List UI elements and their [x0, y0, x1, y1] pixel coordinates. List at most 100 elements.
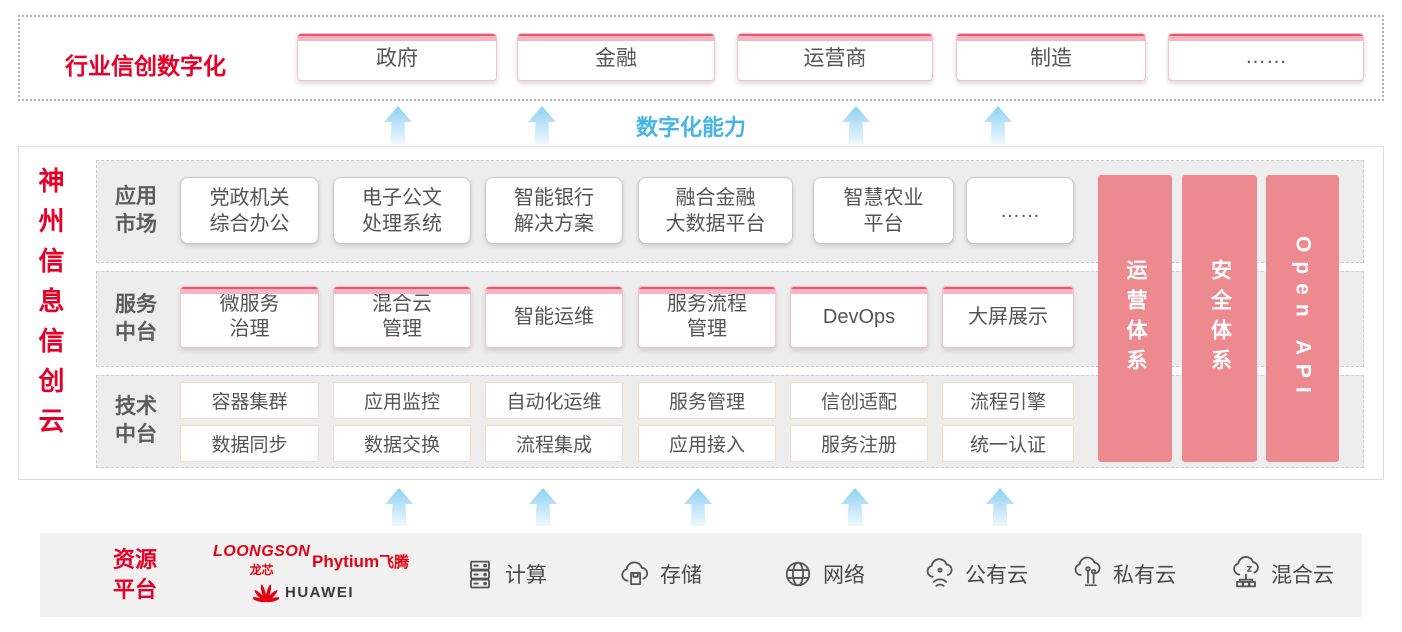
app-box: 党政机关 综合办公: [180, 177, 319, 244]
app-market-label: 应用 市场: [115, 185, 157, 236]
tech-box-label: 信创适配: [820, 392, 897, 413]
service-box: 智能运维: [485, 286, 623, 348]
storage-cloud-icon: [621, 561, 649, 586]
service-box-label: DevOps: [822, 305, 896, 328]
up-arrow-icon: [385, 488, 413, 526]
resource-item-compute: 计算: [462, 556, 547, 592]
tech-middle-label: 技术 中台: [115, 395, 157, 446]
tech-box-label: 统一认证: [969, 435, 1046, 456]
resource-platform-label: 资源 平台: [113, 547, 158, 602]
resource-item-hybrid-cloud: 混合云: [1228, 556, 1334, 592]
tech-box: 应用监控: [333, 382, 471, 419]
capability-label: 数字化能力: [636, 115, 747, 140]
industry-label: 金融: [595, 47, 637, 70]
service-box: 大屏展示: [942, 286, 1074, 348]
resource-label: 计算: [505, 564, 547, 587]
app-box-more: ……: [966, 177, 1074, 244]
side-bar-operation-system: 运营体系: [1098, 175, 1172, 462]
tech-box-label: 流程集成: [515, 435, 592, 456]
resource-label: 网络: [823, 564, 865, 587]
compute-server-icon: [470, 560, 490, 589]
industry-box-manufacturing: 制造: [956, 33, 1146, 81]
service-box-label: 微服务 治理: [219, 293, 280, 340]
resource-item-network: 网络: [780, 556, 865, 592]
service-box-label: 服务流程 管理: [667, 293, 747, 340]
app-box-label: 智慧农业 平台: [843, 186, 924, 235]
tech-box-label: 服务注册: [820, 435, 897, 456]
up-arrow-icon: [528, 106, 556, 144]
resource-item-storage: 存储: [617, 556, 702, 592]
tech-box: 信创适配: [790, 382, 928, 419]
service-box: DevOps: [790, 286, 928, 348]
tech-box: 服务管理: [638, 382, 776, 419]
tech-box-label: 数据交换: [363, 435, 440, 456]
huawei-logo-text: HUAWEI: [285, 583, 354, 601]
resource-label: 私有云: [1113, 564, 1176, 587]
tech-box: 统一认证: [942, 425, 1074, 462]
service-middle-label: 服务 中台: [115, 293, 157, 344]
huawei-logo: HUAWEI: [253, 580, 354, 604]
app-box-label: 党政机关 综合办公: [209, 186, 290, 235]
phytium-logo-text: Phytium: [312, 552, 380, 571]
tech-box: 流程引擎: [942, 382, 1074, 419]
service-box: 微服务 治理: [180, 286, 319, 348]
service-box: 混合云 管理: [333, 286, 471, 348]
tech-box-label: 容器集群: [211, 392, 288, 413]
up-arrow-icon: [841, 488, 869, 526]
industry-label: 政府: [376, 47, 418, 70]
industry-box-operator: 运营商: [737, 33, 933, 81]
industry-label: ……: [1245, 45, 1287, 68]
platform-vertical-title: 神州信息信创云: [35, 167, 65, 447]
service-box-label: 大屏展示: [968, 305, 1048, 328]
tech-box: 数据同步: [180, 425, 319, 462]
service-box: 服务流程 管理: [638, 286, 776, 348]
up-arrow-icon: [984, 106, 1012, 144]
loongson-logo-text: LOONGSON: [213, 543, 311, 560]
side-bar-open-api: Open API: [1266, 175, 1339, 462]
app-box-label: ……: [1000, 199, 1040, 222]
side-bar-label: Open API: [1291, 235, 1315, 402]
phytium-logo: Phytium飞腾: [312, 551, 409, 572]
app-box: 智能银行 解决方案: [485, 177, 623, 244]
tech-box: 数据交换: [333, 425, 471, 462]
resource-label: 公有云: [965, 564, 1028, 587]
tech-box: 服务注册: [790, 425, 928, 462]
app-box-label: 融合金融 大数据平台: [665, 186, 766, 235]
industry-box-finance: 金融: [517, 33, 715, 81]
side-bar-label: 运营体系: [1124, 258, 1147, 379]
side-bar-label: 安全体系: [1208, 258, 1232, 379]
tech-box-label: 应用接入: [668, 435, 745, 456]
tech-box-label: 应用监控: [363, 392, 440, 413]
up-arrow-icon: [384, 106, 412, 144]
app-box-label: 电子公文 处理系统: [362, 186, 442, 235]
tech-box-label: 流程引擎: [969, 392, 1046, 413]
resource-item-public-cloud: 公有云: [922, 556, 1028, 592]
up-arrow-icon: [986, 488, 1014, 526]
up-arrow-icon: [842, 106, 870, 144]
app-box: 智慧农业 平台: [813, 177, 954, 244]
industry-banner-title: 行业信创数字化: [65, 53, 226, 79]
industry-label: 运营商: [803, 47, 867, 70]
public-cloud-icon: [926, 558, 953, 587]
resource-panel: [40, 533, 1362, 617]
tech-box-label: 自动化运维: [506, 392, 602, 413]
loongson-logo: LOONGSON 龙芯: [213, 543, 310, 578]
resource-label: 混合云: [1271, 564, 1334, 587]
tech-box-label: 服务管理: [668, 392, 745, 413]
app-box: 融合金融 大数据平台: [638, 177, 793, 244]
tech-box-label: 数据同步: [211, 435, 288, 456]
tech-box: 自动化运维: [485, 382, 623, 419]
industry-banner: 行业信创数字化: [18, 15, 1384, 101]
private-cloud-icon: [1074, 556, 1101, 587]
huawei-flower-icon: [253, 584, 279, 603]
side-bar-security-system: 安全体系: [1182, 175, 1257, 462]
app-box-label: 智能银行 解决方案: [514, 186, 594, 235]
up-arrow-icon: [529, 488, 557, 526]
resource-item-private-cloud: 私有云: [1070, 556, 1176, 592]
network-globe-icon: [785, 561, 811, 587]
tech-box: 流程集成: [485, 425, 623, 462]
tech-box: 容器集群: [180, 382, 319, 419]
industry-box-more: ……: [1168, 33, 1364, 81]
tech-box: 应用接入: [638, 425, 776, 462]
